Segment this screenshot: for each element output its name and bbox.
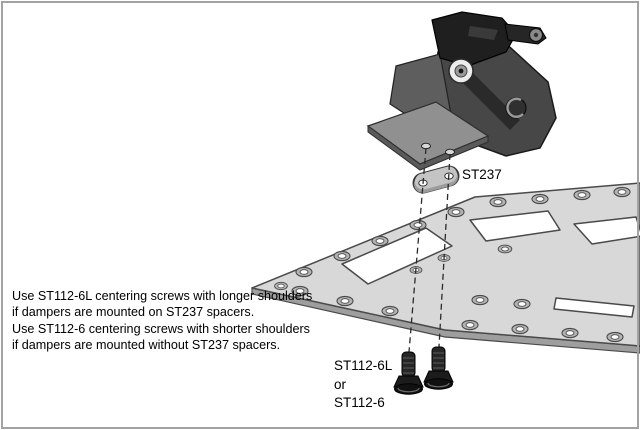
clamp-slot xyxy=(468,26,498,40)
instruction-line: if dampers are mounted without ST237 spa… xyxy=(12,338,281,353)
screw-graphic-right xyxy=(423,346,454,390)
damper-mount-graphic xyxy=(366,11,557,171)
screw-label: ST112-6L or ST112-6 xyxy=(334,357,392,413)
st237-spacer-graphic xyxy=(412,165,460,194)
mount-groove xyxy=(462,70,520,130)
screw-graphic-left xyxy=(393,351,424,395)
spacer-label: ST237 xyxy=(462,167,502,182)
alignment-dashed-line xyxy=(438,153,451,348)
foot-hole xyxy=(445,148,455,156)
mount-clamp xyxy=(431,11,517,67)
plate-cutout xyxy=(573,216,640,245)
plate-cutout xyxy=(553,297,635,318)
plate-cutout xyxy=(341,227,453,285)
plate-cutout xyxy=(469,210,561,242)
alignment-dashed-lines xyxy=(408,147,451,353)
instruction-line: Use ST112-6L centering screws with longe… xyxy=(12,289,313,303)
screw-label-line3: ST112-6 xyxy=(334,395,385,410)
instruction-line: Use ST112-6 centering screws with shorte… xyxy=(12,321,310,336)
mount-foot-edge xyxy=(367,125,489,171)
screw-label-line1: ST112-6L xyxy=(334,358,393,373)
instruction-text: Use ST112-6L centering screws with longe… xyxy=(12,288,312,354)
screw-label-line2: or xyxy=(334,376,347,392)
foot-hole xyxy=(421,142,431,150)
alignment-dashed-line xyxy=(408,147,427,353)
instruction-line: if dampers are mounted on ST237 spacers. xyxy=(12,305,255,320)
chassis-plate-graphic xyxy=(251,182,640,354)
plate-cutouts xyxy=(341,210,640,318)
